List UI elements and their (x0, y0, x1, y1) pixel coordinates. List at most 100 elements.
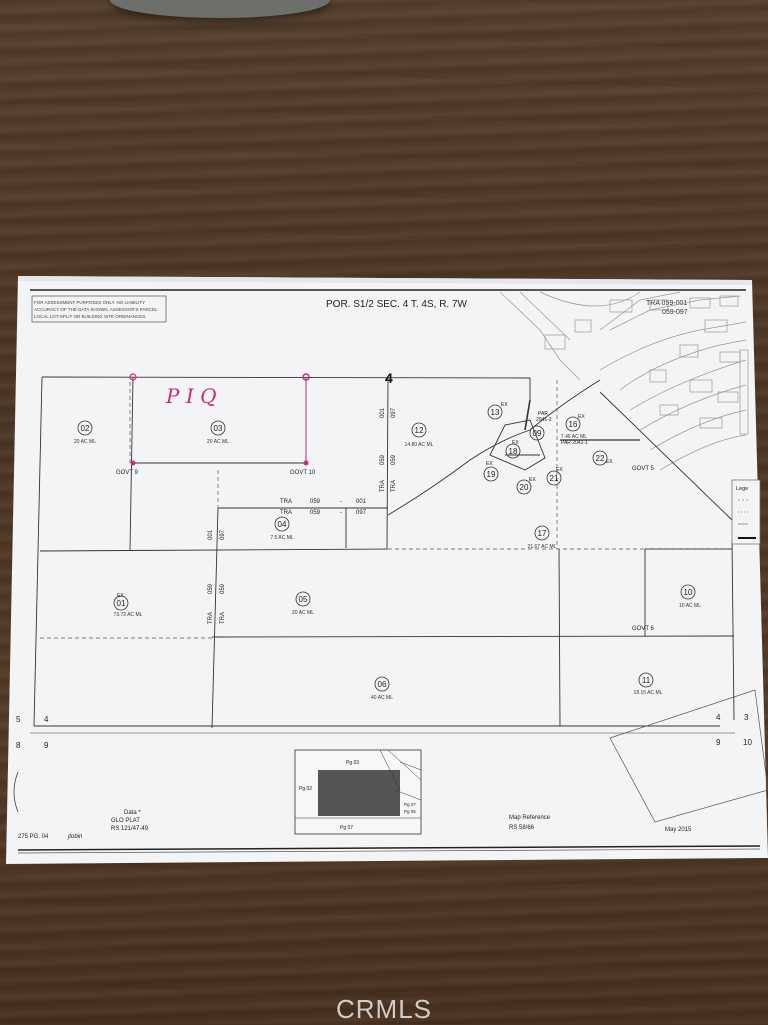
svg-text:-: - (340, 510, 342, 516)
svg-text:Pg 03: Pg 03 (346, 760, 359, 766)
map-reference-label: Map Reference (509, 815, 551, 821)
footer-rs: RS 121/47-49 (111, 826, 149, 832)
svg-text:01: 01 (117, 599, 126, 608)
svg-text:059: 059 (380, 454, 386, 465)
crmls-watermark: CRMLS (335, 994, 432, 1024)
svg-text:11: 11 (642, 676, 651, 685)
svg-text:001: 001 (208, 529, 214, 540)
tra-vertical-center: TRA 059 001 TRA 059 097 (380, 407, 397, 492)
disclaimer-line-2: ACCURACY OF THE DATA SHOWN. ASSESSOR'S P… (34, 307, 158, 312)
footer-signature: jtobin (67, 834, 83, 840)
svg-text:03: 03 (214, 424, 223, 433)
parcel-05: 05 20 AC ML (292, 591, 314, 616)
piq-annotation: P I Q (165, 384, 216, 408)
tra-row-1: TRA 059 - 001 (280, 499, 367, 505)
svg-text:EX: EX (512, 440, 519, 446)
svg-text:8: 8 (16, 741, 21, 750)
par-2041-2: PAR (538, 411, 548, 417)
legend-title: Lege (736, 486, 748, 492)
svg-text:TRA: TRA (220, 612, 226, 624)
svg-text:18: 18 (509, 447, 518, 456)
svg-text:09: 09 (533, 429, 542, 438)
svg-text:20 AC ML: 20 AC ML (207, 439, 229, 445)
svg-text:05: 05 (299, 595, 308, 604)
svg-text:04: 04 (278, 520, 287, 529)
object-on-table (110, 0, 330, 18)
subdivision-area (499, 291, 749, 471)
parcel-17: 17 21.67 AC ML (528, 525, 557, 550)
parcel-09: 09 (529, 425, 545, 441)
svg-text:16: 16 (569, 420, 578, 429)
svg-text:EX: EX (501, 402, 508, 408)
parcel-04: 04 7.5 AC ML (270, 516, 294, 541)
svg-text:EX: EX (486, 461, 493, 467)
svg-text:40 AC ML: 40 AC ML (371, 695, 393, 701)
svg-text:13: 13 (491, 408, 500, 417)
footer-data-label: Data * (124, 810, 141, 816)
corner-marker (303, 460, 309, 466)
map-title: POR. S1/2 SEC. 4 T. 4S, R. 7W (326, 299, 468, 310)
svg-text:EX: EX (117, 593, 124, 599)
svg-text:3: 3 (744, 713, 749, 722)
parcel-11: 11 18.15 AC ML (634, 672, 663, 696)
svg-text:20 AC ML: 20 AC ML (74, 439, 96, 445)
par-2041-1: PAR 2041-1 (561, 440, 588, 446)
svg-text:9: 9 (44, 741, 49, 750)
tra-top-label-2: 059-097 (662, 309, 688, 316)
corner-marker (130, 460, 136, 466)
svg-text:EX: EX (578, 414, 585, 420)
svg-text:001: 001 (380, 407, 386, 418)
parcel-06: 06 40 AC ML (371, 676, 393, 701)
ex-labels: EX EX EX EX EX EX EX EX (117, 402, 613, 599)
disclaimer-box (31, 295, 167, 323)
svg-text:4: 4 (716, 713, 721, 722)
svg-text:5: 5 (16, 715, 21, 724)
svg-text:Pg 27: Pg 27 (404, 802, 416, 807)
tra-top-label: TRA 059-001 (646, 300, 687, 307)
svg-text:4: 4 (44, 715, 49, 724)
svg-text:10: 10 (684, 588, 693, 597)
par-2041-2-num: 2041-2 (536, 417, 552, 423)
adjacent-map-box (609, 689, 768, 823)
parcel-21: 21 (546, 470, 562, 486)
svg-text:20: 20 (520, 483, 529, 492)
parcel-22: 22 (592, 450, 608, 466)
section-number: 4 (385, 370, 393, 386)
footer-glo: GLO PLAT (111, 818, 140, 824)
svg-text:10 AC ML: 10 AC ML (679, 603, 701, 609)
svg-text:EX: EX (606, 459, 613, 465)
svg-text:TRA: TRA (280, 499, 292, 505)
svg-text:059: 059 (220, 583, 226, 594)
corner-numbers: 5 4 8 9 4 3 9 10 (16, 713, 752, 750)
svg-text:059: 059 (208, 583, 214, 594)
svg-text:06: 06 (378, 680, 387, 689)
svg-text:EX: EX (556, 467, 563, 473)
footer-page: 275 PG. 04 (18, 834, 49, 840)
svg-text:14.80 AC ML: 14.80 AC ML (405, 442, 434, 448)
map-date: May 2015 (665, 827, 692, 833)
svg-text:9: 9 (716, 738, 721, 747)
svg-text:097: 097 (356, 510, 367, 516)
tra-row-2: TRA 059 - 097 (280, 510, 367, 516)
svg-text:TRA: TRA (380, 480, 386, 492)
svg-text:02: 02 (81, 424, 90, 433)
svg-text:059: 059 (310, 510, 321, 516)
svg-text:-: - (340, 499, 342, 505)
parcel-19: 19 (483, 466, 499, 482)
govt-9-label: GOVT 9 (116, 470, 139, 476)
svg-text:21.67 AC ML: 21.67 AC ML (528, 544, 557, 550)
parcel-18: 18 (505, 443, 521, 459)
svg-text:21: 21 (550, 474, 559, 483)
svg-text:22: 22 (596, 454, 605, 463)
svg-text:17: 17 (538, 529, 547, 538)
parcel-13: 13 (487, 404, 503, 420)
parcel-12: 12 14.80 AC ML (405, 422, 434, 448)
parcel-10: 10 10 AC ML (679, 584, 701, 609)
svg-text:TRA: TRA (280, 510, 292, 516)
map-reference-value: RS 58/66 (509, 825, 535, 831)
svg-text:TRA: TRA (208, 612, 214, 624)
svg-text:12: 12 (415, 426, 424, 435)
parcel-03: 03 20 AC ML (207, 420, 229, 445)
govt-6-label: GOVT 6 (632, 626, 655, 632)
